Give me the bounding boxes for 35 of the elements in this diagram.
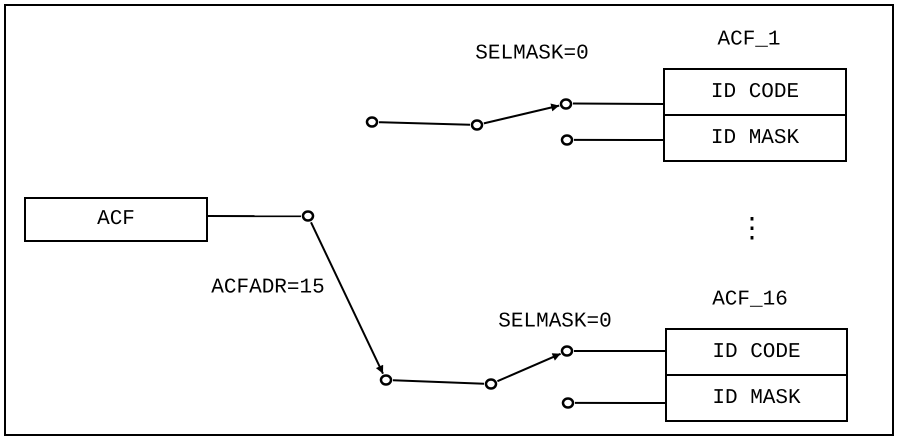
arrow	[310, 222, 384, 374]
register-box	[663, 68, 847, 116]
connector-line	[392, 379, 484, 385]
register-name: ACF	[97, 209, 135, 230]
switch-terminal	[471, 119, 483, 131]
register-box	[665, 374, 848, 422]
register-name: ID CODE	[710, 82, 800, 102]
switch-terminal	[485, 378, 497, 390]
register-box	[663, 114, 847, 162]
connector-line	[378, 121, 470, 126]
register-name: ID CODE	[712, 342, 801, 362]
switch-setting-label: SELMASK=0	[475, 44, 589, 64]
connector-line	[575, 402, 665, 404]
arrow	[484, 104, 560, 124]
register-group-label: ACF_16	[712, 290, 788, 310]
switch-setting-label: SELMASK=0	[498, 312, 612, 332]
register-name: ID MASK	[710, 128, 800, 148]
ellipsis: ⋮	[738, 217, 766, 245]
arrow	[497, 352, 561, 382]
switch-setting-label: ACFADR=15	[211, 278, 325, 298]
connector-line	[574, 138, 663, 141]
switch-terminal	[561, 345, 573, 357]
switch-terminal	[561, 134, 573, 146]
switch-terminal	[302, 210, 314, 222]
connector-line	[574, 350, 665, 352]
connector-line	[208, 215, 301, 218]
switch-terminal	[380, 374, 392, 386]
register-box	[665, 328, 848, 376]
switch-terminal	[562, 397, 574, 409]
switch-terminal	[560, 98, 572, 110]
switch-terminal	[366, 116, 378, 128]
register-box	[24, 197, 208, 242]
connector-line	[572, 102, 663, 105]
register-group-label: ACF_1	[718, 30, 780, 50]
register-name: ID MASK	[712, 388, 801, 408]
